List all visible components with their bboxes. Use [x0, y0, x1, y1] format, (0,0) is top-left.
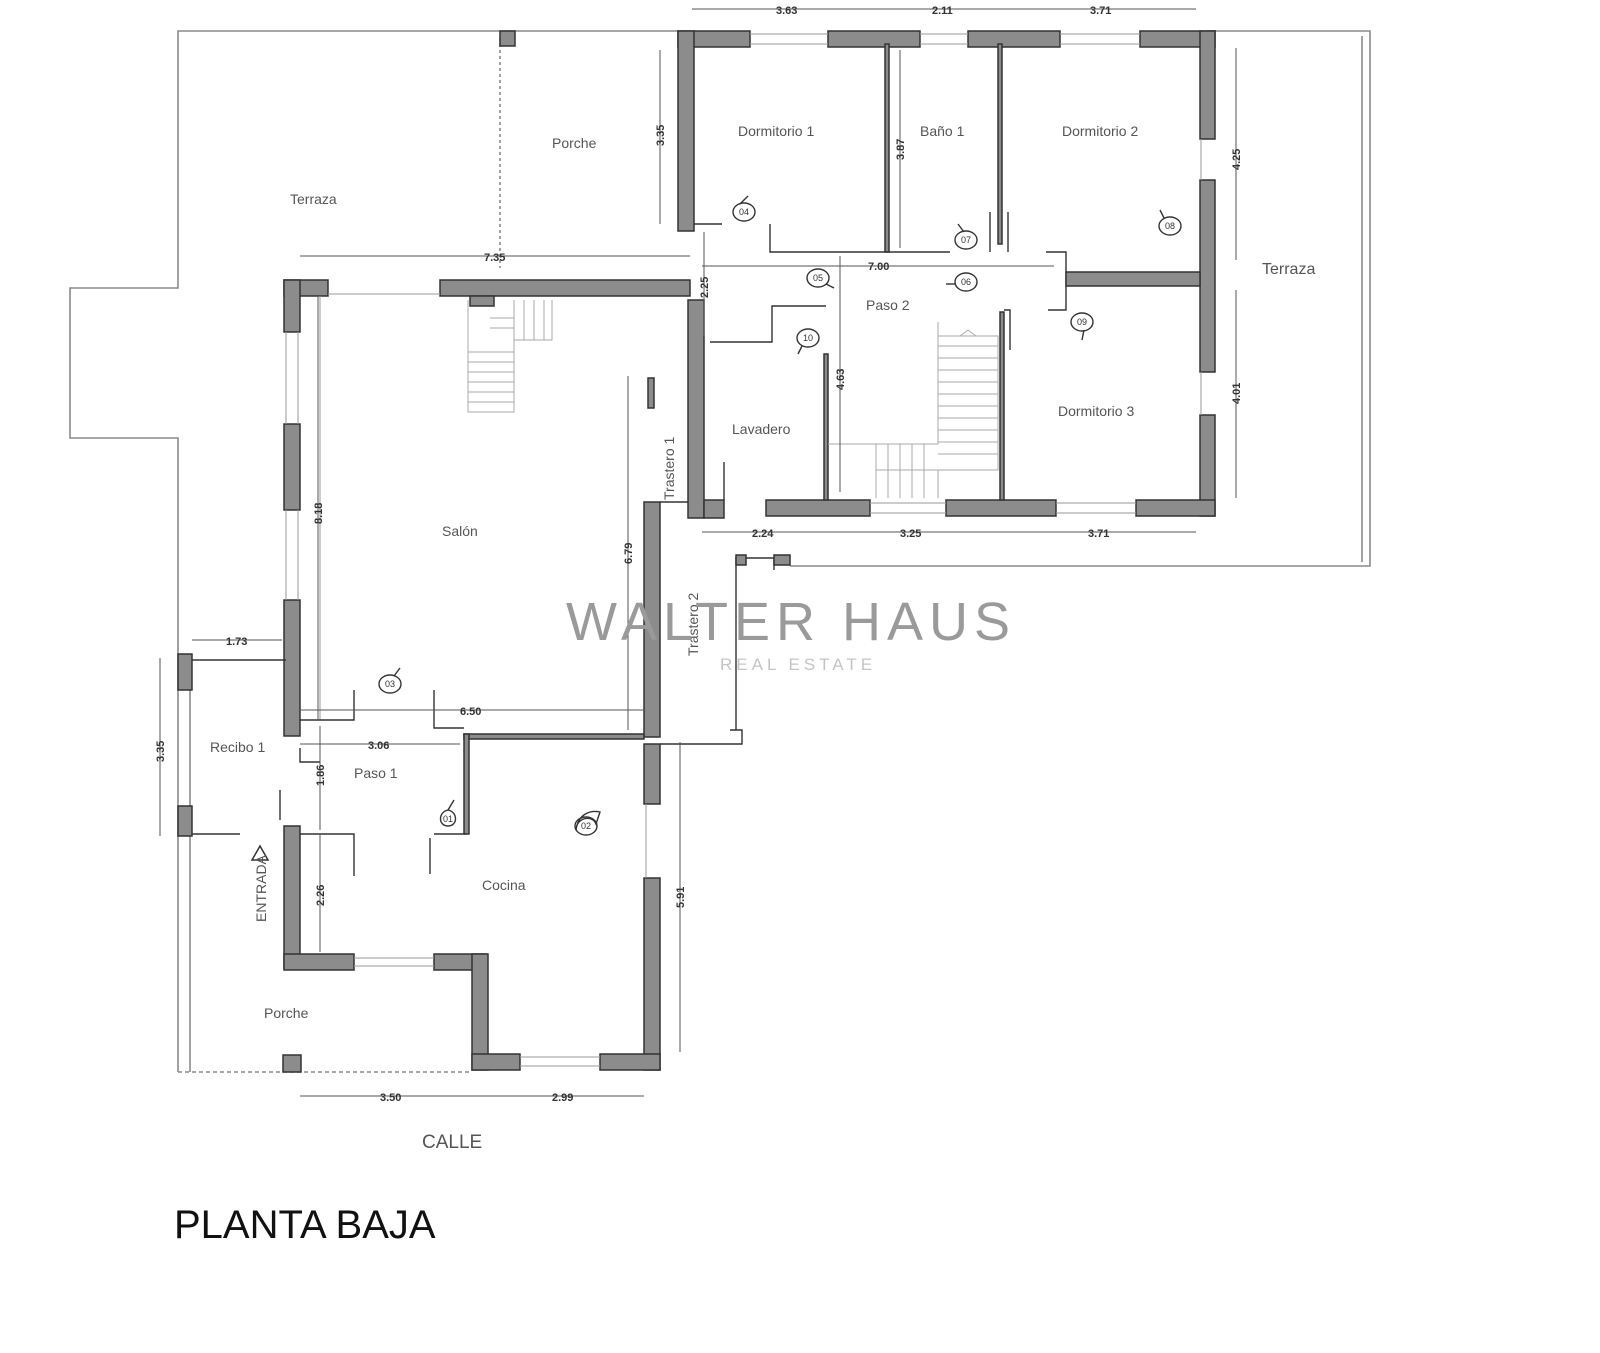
svg-text:02: 02 — [581, 821, 591, 831]
watermark-brand: WALTER HAUS — [566, 592, 1016, 652]
camera-marker-icon: 06 — [946, 272, 978, 292]
room-recibo-1: Recibo 1 — [210, 739, 265, 755]
room-bano-1: Baño 1 — [920, 123, 965, 139]
camera-marker-icon: 08 — [1158, 209, 1182, 236]
terrace-outline — [69, 30, 678, 1073]
dim-label: 2.24 — [752, 528, 774, 540]
east-terrace-outline — [790, 30, 1371, 567]
plan-title: PLANTA BAJA — [174, 1203, 436, 1247]
camera-marker-icon: 07 — [954, 223, 978, 250]
service-walls — [643, 299, 791, 745]
main-walls — [177, 279, 691, 1071]
dim-label: 3.87 — [895, 139, 907, 160]
dim-label: 4.01 — [1231, 383, 1243, 404]
svg-text:03: 03 — [385, 679, 395, 689]
svg-text:08: 08 — [1165, 221, 1175, 231]
dim-label: 7.35 — [484, 252, 505, 264]
room-labels: Terraza Porche Dormitorio 1 Baño 1 Dormi… — [210, 123, 1315, 1021]
dim-label: 6.50 — [460, 706, 481, 718]
street-label: CALLE — [422, 1132, 482, 1153]
svg-text:06: 06 — [961, 277, 971, 287]
dim-label: 3.63 — [776, 5, 797, 17]
dim-label: 3.06 — [368, 740, 389, 752]
dim-label: 1.73 — [226, 636, 247, 648]
camera-marker-icon: 09 — [1070, 312, 1094, 341]
room-trastero-2: Trastero 2 — [685, 593, 701, 656]
bedroom-block-walls — [677, 30, 1216, 517]
dim-label: 2.99 — [552, 1092, 573, 1104]
room-cocina: Cocina — [482, 877, 526, 893]
staircase-salon — [467, 300, 553, 413]
dim-label: 3.71 — [1088, 528, 1109, 540]
dim-label: 2.26 — [315, 885, 327, 906]
camera-marker-icon: 04 — [732, 195, 756, 222]
room-paso-1: Paso 1 — [354, 765, 398, 781]
dim-label: 8.18 — [313, 503, 325, 524]
room-terraza-west: Terraza — [290, 191, 337, 207]
camera-marker-icon: 02 — [574, 810, 601, 836]
room-trastero-1: Trastero 1 — [661, 437, 677, 500]
camera-markers: 01 02 03 04 05 06 07 — [378, 195, 1182, 836]
room-porche-south: Porche — [264, 1005, 309, 1021]
svg-text:10: 10 — [803, 333, 813, 343]
dim-label: 2.11 — [932, 5, 953, 17]
dim-label: 4.25 — [1231, 149, 1243, 170]
dim-label: 7.00 — [868, 261, 889, 273]
camera-marker-icon: 03 — [378, 667, 402, 694]
dim-label: 5.91 — [675, 887, 687, 908]
dim-label: 3.50 — [380, 1092, 401, 1104]
watermark-sub: REAL ESTATE — [720, 655, 876, 674]
svg-text:04: 04 — [739, 207, 749, 217]
staircase-paso2 — [828, 322, 999, 498]
room-porche-north: Porche — [552, 135, 597, 151]
dimension-labels: 3.63 2.11 3.71 3.35 3.87 4.25 4.01 7.35 … — [155, 5, 1243, 1104]
dim-label: 6.79 — [623, 543, 635, 564]
dim-label: 3.25 — [900, 528, 921, 540]
dim-label: 3.35 — [155, 741, 167, 762]
room-dormitorio-3: Dormitorio 3 — [1058, 403, 1134, 419]
dim-label: 3.71 — [1090, 5, 1111, 17]
room-terraza-east: Terraza — [1262, 261, 1315, 278]
svg-text:05: 05 — [813, 273, 823, 283]
svg-text:07: 07 — [961, 235, 971, 245]
svg-text:09: 09 — [1077, 317, 1087, 327]
camera-marker-icon: 10 — [796, 328, 820, 355]
room-salon: Salón — [442, 523, 478, 539]
room-paso-2: Paso 2 — [866, 297, 910, 313]
svg-text:01: 01 — [443, 814, 453, 824]
room-dormitorio-1: Dormitorio 1 — [738, 123, 814, 139]
camera-marker-icon: 01 — [439, 799, 457, 827]
dim-label: 2.25 — [699, 277, 711, 298]
dim-label: 3.35 — [655, 125, 667, 146]
camera-marker-icon: 05 — [806, 268, 835, 289]
room-lavadero: Lavadero — [732, 421, 791, 437]
entrance-label: ENTRADA — [253, 854, 269, 922]
dim-label: 1.86 — [315, 765, 327, 786]
dimension-lines — [159, 8, 1237, 1097]
dim-label: 4.63 — [835, 369, 847, 390]
entrance-arrow-icon — [250, 844, 270, 861]
room-dormitorio-2: Dormitorio 2 — [1062, 123, 1138, 139]
